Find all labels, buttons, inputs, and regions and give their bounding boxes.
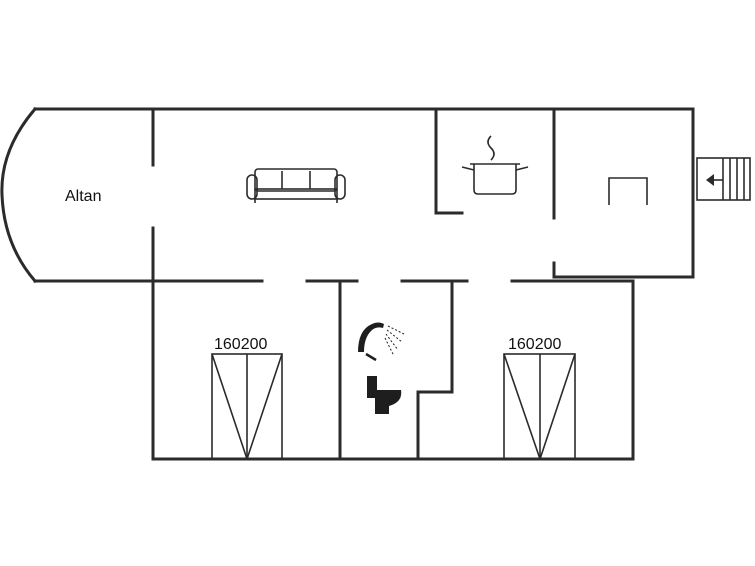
exterior-walls [151,107,695,461]
bedroom-right-label: 160200 [508,336,561,353]
balcony-outline [0,106,155,284]
interior-walls [151,107,635,461]
toilet-icon [367,376,402,414]
double-bed-icon [503,353,576,460]
bedroom-left-label: 160200 [214,336,267,353]
stove-icon [608,177,648,205]
entrance-arrow-icon [706,174,723,186]
cooking-pot-icon [461,135,529,195]
shower-icon [358,322,405,362]
sofa-icon [246,168,346,203]
entrance-stairs [696,157,751,201]
double-bed-icon [211,353,283,460]
balcony-label: Altan [65,188,101,205]
